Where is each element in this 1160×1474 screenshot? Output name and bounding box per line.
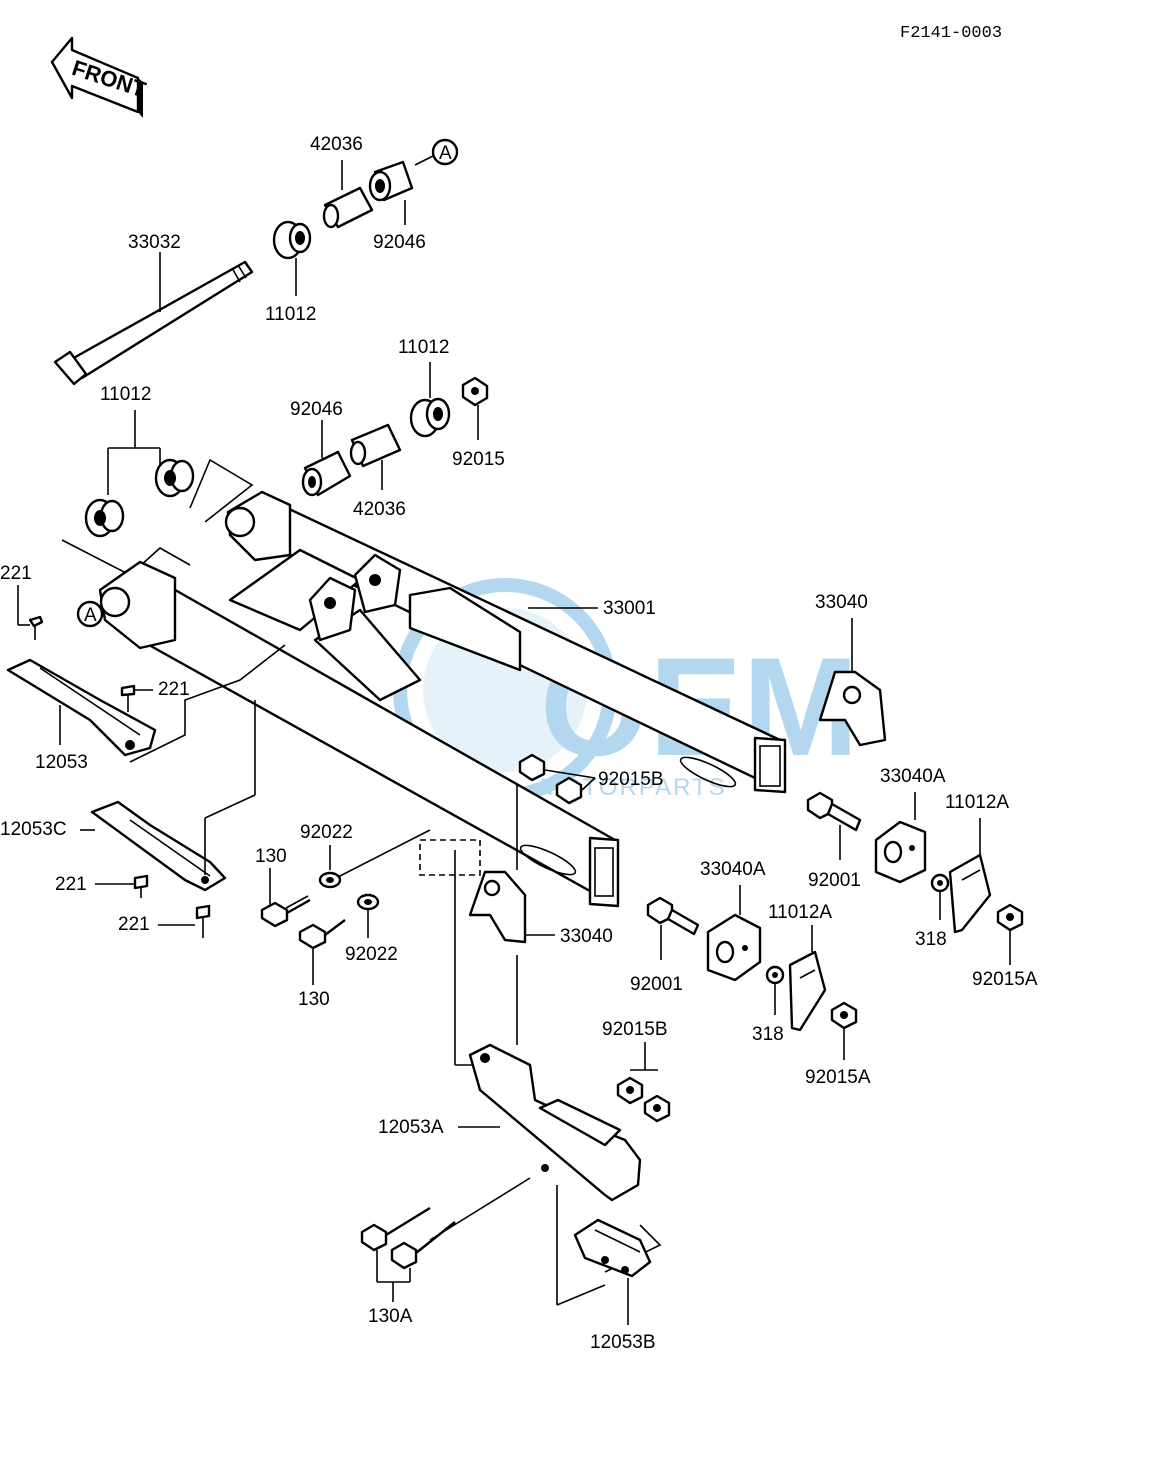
label-221-a: 221 <box>0 563 32 584</box>
label-33040A-right: 33040A <box>880 766 946 787</box>
label-221-c: 221 <box>55 874 87 895</box>
chain-guard-12053: 221 12053 221 <box>0 563 286 773</box>
label-92022-b: 92022 <box>345 944 398 965</box>
bolts-130A: 130A <box>360 1177 531 1327</box>
label-92046-top: 92046 <box>373 232 426 253</box>
nuts-92015B-lower: 92015B <box>602 1019 671 1123</box>
label-92015: 92015 <box>452 449 505 470</box>
nut-92015: 92015 <box>452 376 505 470</box>
ref-marker-a-top: A <box>414 138 459 166</box>
label-33032: 33032 <box>128 232 181 253</box>
pivot-shaft-33032: 33032 <box>53 232 254 386</box>
label-92015B-b: 92015B <box>602 1019 668 1040</box>
nuts-92015B-upper: 92015B <box>518 753 664 805</box>
label-12053: 12053 <box>35 752 88 773</box>
label-42036-mid: 42036 <box>353 499 406 520</box>
label-11012A-mid: 11012A <box>768 902 832 923</box>
label-221-b: 221 <box>158 679 190 700</box>
label-33001: 33001 <box>603 598 656 619</box>
label-92015A-right: 92015A <box>972 969 1038 990</box>
label-12053A: 12053A <box>378 1117 444 1138</box>
label-33040-mid: 33040 <box>560 926 613 947</box>
adjuster-plate-33040-mid: 33040 <box>468 870 613 947</box>
bolts-130-washers-92022: 130 92022 130 92022 <box>255 822 431 1010</box>
label-11012A-right: 11012A <box>945 792 1009 813</box>
diagram-code: F2141-0003 <box>900 24 1002 43</box>
svg-text:A: A <box>84 605 97 626</box>
bushings-11012-left: 11012 <box>61 384 254 576</box>
label-12053B: 12053B <box>590 1332 656 1353</box>
chain-guard-12053C: 12053C 221 221 <box>0 700 256 938</box>
bushing-11012-top: 11012 <box>265 220 316 325</box>
swingarm-33001: 33001 <box>98 490 787 908</box>
label-11012-top: 11012 <box>265 304 316 325</box>
label-92015A-mid: 92015A <box>805 1067 871 1088</box>
collar-92046-mid: 92046 <box>290 399 352 497</box>
label-318-mid: 318 <box>752 1024 784 1045</box>
label-92015B-a: 92015B <box>598 769 664 790</box>
sleeve-42036-mid: 42036 <box>349 423 406 520</box>
chain-slider-12053B: 12053B <box>573 1218 656 1353</box>
bushing-11012-mid: 11012 <box>398 337 451 438</box>
sleeve-42036-top: 42036 <box>310 134 374 229</box>
adjuster-right-assembly: 92001 33040A 318 11012A 92015A <box>806 766 1038 990</box>
label-33040-right: 33040 <box>815 592 868 613</box>
label-130A: 130A <box>368 1306 413 1327</box>
label-92022-a: 92022 <box>300 822 353 843</box>
label-318-right: 318 <box>915 929 947 950</box>
svg-text:A: A <box>439 143 452 164</box>
label-92001-mid: 92001 <box>630 974 683 995</box>
label-221-d: 221 <box>118 914 150 935</box>
label-130-b: 130 <box>298 989 330 1010</box>
label-12053C: 12053C <box>0 819 67 840</box>
label-92001-right: 92001 <box>808 870 861 891</box>
chain-guide-12053A: 12053A <box>378 1043 662 1306</box>
collar-92046-top: 92046 <box>368 160 426 253</box>
label-11012-mid: 11012 <box>398 337 449 358</box>
label-11012-left: 11012 <box>100 384 151 405</box>
label-92046-mid: 92046 <box>290 399 343 420</box>
ref-marker-a-left: A <box>76 600 104 628</box>
assembly-leader-lines <box>454 785 518 1066</box>
label-130-a: 130 <box>255 846 287 867</box>
front-arrow-icon: FRONT <box>50 36 149 118</box>
adjuster-mid-assembly: 92001 33040A 318 11012A 92015A <box>630 859 871 1088</box>
label-33040A-mid: 33040A <box>700 859 766 880</box>
adjuster-plate-33040-right: 33040 <box>815 592 887 747</box>
label-42036-top: 42036 <box>310 134 363 155</box>
